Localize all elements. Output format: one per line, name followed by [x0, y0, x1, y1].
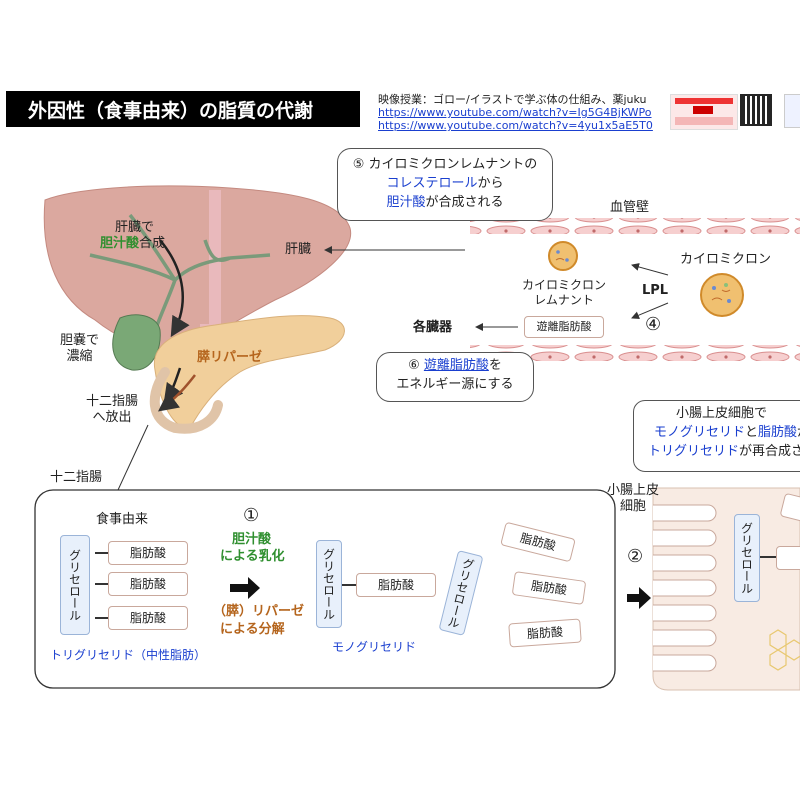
- bile-line2: による乳化: [220, 549, 285, 564]
- qr-code-icon[interactable]: [740, 94, 772, 126]
- diet-label: 食事由来: [96, 512, 149, 527]
- release-line1: 十二指腸: [86, 394, 139, 409]
- lipase-line1: （膵）リパーゼ: [213, 604, 305, 619]
- bile-ducts: [89, 213, 271, 346]
- bubble6-ffa: 遊離脂肪酸: [423, 358, 489, 373]
- villi: [653, 504, 717, 672]
- video-thumbnail[interactable]: [670, 94, 738, 130]
- flow-arrow-lipase: [158, 374, 196, 412]
- tg-fatty-acid-2: 脂肪酸: [108, 572, 188, 596]
- bubble-si-line1: 小腸上皮細胞で: [676, 406, 768, 421]
- bubble-si-triglyceride: トリグリセリド: [648, 443, 740, 459]
- bubble-step5: ⑤ カイロミクロンレムナントの コレステロールから 胆汁酸が合成される: [337, 148, 553, 221]
- vessel-wall-bottom: [470, 345, 800, 361]
- duodenum-label: 十二指腸: [50, 470, 103, 485]
- monoglyceride-label: モノグリセリド: [332, 640, 417, 654]
- pancreatic-lipase-label: 膵リパーゼ: [197, 350, 263, 365]
- gallbladder-line1: 胆嚢で: [60, 333, 100, 348]
- bubble6-num: ⑥: [408, 358, 424, 373]
- tg-fatty-acid-1: 脂肪酸: [108, 541, 188, 565]
- mg-glycerol: グリセロール: [316, 540, 342, 628]
- bubble-si-ga: が: [797, 425, 800, 440]
- bubble-si-and: と: [745, 424, 759, 440]
- gallbladder-line2: 濃縮: [66, 349, 93, 365]
- bile-line1: 胆汁酸: [232, 532, 272, 547]
- bubble5-from: から: [477, 175, 504, 191]
- liver-synth-line1: 肝臓で: [115, 220, 155, 235]
- step2-arrow: [627, 587, 651, 609]
- remnant-line2: レムナント: [534, 293, 594, 307]
- lpl-label: LPL: [642, 283, 669, 298]
- liver-synth-label: 肝臓で 胆汁酸合成: [100, 220, 165, 253]
- si-fatty-acid-stub: [776, 546, 800, 570]
- bubble-si-monoglyceride: モノグリセリド: [654, 424, 746, 440]
- si-glycerol: グリセロール: [734, 514, 760, 602]
- liver-bile-acid: 胆汁酸: [100, 236, 140, 252]
- gallbladder-label: 胆嚢で 濃縮: [60, 333, 99, 366]
- bubble-si-fatty-acid: 脂肪酸: [758, 424, 798, 440]
- step1-arrow: [230, 577, 260, 599]
- intestine-label: 小腸上皮 細胞: [607, 483, 659, 516]
- bubble5-synth: が合成される: [425, 194, 504, 210]
- bubble-small-intestine: 小腸上皮細胞で モノグリセリドと脂肪酸が トリグリセリドが再合成さ: [633, 400, 800, 472]
- arrow-chylo-to-remnant: [631, 263, 669, 276]
- source-label: 映像授業：ゴロー/イラストで学ぶ体の仕組み、薬juku: [378, 93, 647, 106]
- remnant-label: カイロミクロン レムナント: [522, 278, 606, 308]
- bubble5-line1: ⑤ カイロミクロンレムナントの: [352, 157, 538, 172]
- source-link-2[interactable]: https://www.youtube.com/watch?v=4yu1x5aE…: [378, 119, 653, 132]
- chylomicron-label: カイロミクロン: [680, 252, 772, 267]
- chylomicron-particle: [700, 273, 744, 317]
- triglyceride-label: トリグリセリド（中性脂肪）: [50, 648, 207, 662]
- gallbladder-shape: [112, 314, 161, 371]
- tg-fatty-acid-3: 脂肪酸: [108, 606, 188, 630]
- bubble5-bile-acid: 胆汁酸: [386, 194, 426, 210]
- bubble-si-resynth: が再合成さ: [739, 443, 800, 459]
- pancreas-shape: [153, 315, 345, 429]
- organs-label: 各臓器: [413, 320, 453, 335]
- bubble5-cholesterol: コレステロール: [386, 175, 478, 191]
- thumbnail-edge: [784, 94, 800, 128]
- callout-pointer: [117, 424, 149, 491]
- source-link-1[interactable]: https://www.youtube.com/watch?v=Ig5G4BjK…: [378, 106, 652, 119]
- hexagon-structure: [769, 629, 800, 671]
- bubble6-line2: エネルギー源にする: [396, 376, 514, 392]
- page-title: 外因性（食事由来）の脂質の代謝: [6, 91, 360, 127]
- mg-fatty-acid: 脂肪酸: [356, 573, 436, 597]
- flow-arrow-liver: [159, 239, 190, 338]
- ffa-box: 遊離脂肪酸: [524, 316, 604, 338]
- free-fatty-acid-3: 脂肪酸: [508, 618, 582, 648]
- remnant-particle: [548, 241, 578, 271]
- step1-marker: ①: [243, 505, 260, 526]
- liver-label: 肝臓: [285, 242, 312, 257]
- duodenum-release-label: 十二指腸 へ放出: [86, 394, 138, 427]
- vessel-lumen: [470, 234, 800, 345]
- bubble-step6: ⑥ 遊離脂肪酸を エネルギー源にする: [376, 352, 534, 402]
- liver-synth-word: 合成: [139, 236, 166, 252]
- bile-emulsify-label: 胆汁酸: [232, 532, 271, 548]
- intestine-line1: 小腸上皮: [607, 483, 660, 498]
- intestine-line2: 細胞: [620, 499, 647, 515]
- release-line2: へ放出: [92, 410, 132, 426]
- liver-shape: [43, 185, 352, 351]
- remnant-line1: カイロミクロン: [522, 278, 607, 292]
- bubble6-wo: を: [488, 358, 502, 373]
- step4-marker: ④: [645, 314, 662, 335]
- vessel-wall-top: [470, 218, 800, 234]
- step2-marker: ②: [627, 546, 644, 567]
- arrow-lpl-ffa: [631, 302, 669, 319]
- tg-glycerol: グリセロール: [60, 535, 90, 635]
- lipase-line2: による分解: [220, 622, 285, 637]
- duodenum-curve: [149, 367, 223, 434]
- vessel-wall-label: 血管壁: [610, 200, 650, 215]
